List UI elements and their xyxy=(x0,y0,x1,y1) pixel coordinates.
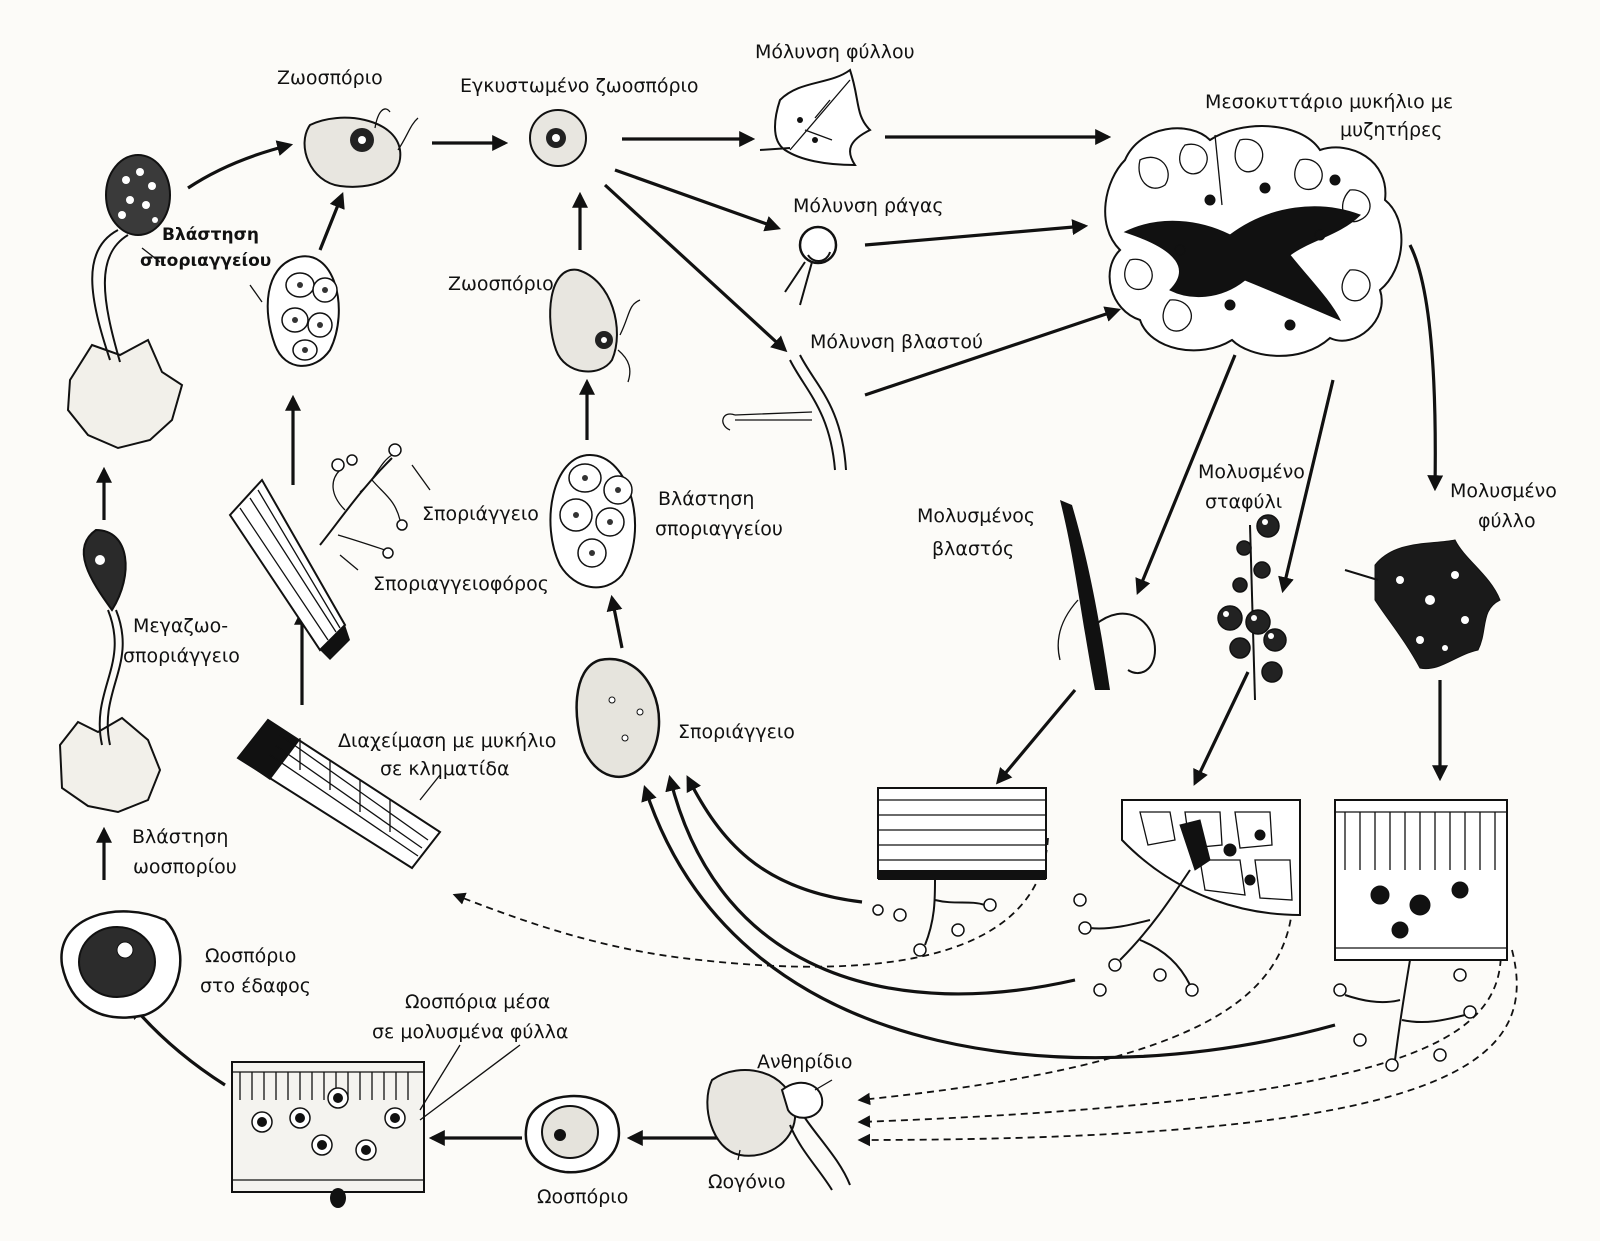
berry-infection xyxy=(784,225,838,306)
zoospore-top xyxy=(303,108,419,188)
pointer-lines xyxy=(141,247,833,1161)
label-sporangium-germination-2b: σποριαγγείου xyxy=(655,518,783,540)
labels: Ζωοσπόριο Εγκυστωμένο ζωοσπόριο Μόλυνση … xyxy=(123,41,1557,1208)
arrow-sporangium-to-zoospore-2 xyxy=(318,192,345,251)
grape-section xyxy=(1073,799,1301,997)
label-oospore-germination-b: ωοσπορίου xyxy=(133,856,237,878)
label-shoot-infection: Μόλυνση βλαστού xyxy=(810,331,983,353)
label-encysted-zoospore: Εγκυστωμένο ζωοσπόριο xyxy=(460,75,699,97)
label-leaf-infection: Μόλυνση φύλλου xyxy=(755,41,915,63)
megazoosporangium xyxy=(58,528,162,814)
label-sporangiophore: Σποριαγγειοφόρος xyxy=(373,573,549,595)
label-infected-shoot-a: Μολυσμένος xyxy=(917,505,1035,527)
label-overwintering-a: Διαχείμαση με μυκήλιο xyxy=(338,730,556,752)
dash-leaf-to-antheridium-2 xyxy=(857,949,1518,1147)
shoot-infection xyxy=(722,354,847,471)
label-oospore: Ωοσπόριο xyxy=(537,1186,628,1208)
arrow-return-shoot xyxy=(686,775,863,904)
intercellular-mycelium xyxy=(1104,125,1403,357)
arrow-return-grape xyxy=(665,774,1076,996)
infected-shoot xyxy=(1057,500,1157,690)
label-oospore-soil-b: στο έδαφος xyxy=(200,975,311,997)
label-infected-grape-b: σταφύλι xyxy=(1205,491,1282,513)
label-antheridium: Ανθηρίδιο xyxy=(757,1051,852,1073)
dash-shoot-to-overwinter xyxy=(452,837,1049,968)
arrow-mycelium-to-leaf xyxy=(1408,244,1444,492)
arrow-cyst-to-berry xyxy=(614,168,782,232)
sporangium-with-zoospores xyxy=(266,255,340,367)
arrow-shoot-to-mycelium xyxy=(864,306,1122,397)
arrow-cyst-to-shoot xyxy=(603,183,788,353)
arrow-sporangium-mid-up xyxy=(606,594,624,649)
infected-leaf xyxy=(1344,539,1501,670)
arrow-shoot-to-section xyxy=(995,688,1077,785)
shoot-section xyxy=(872,787,1047,957)
cycle-arrows xyxy=(96,129,1448,1146)
arrow-sporangium-to-zoospore xyxy=(187,140,294,190)
dash-leaf-to-antheridium-1 xyxy=(857,934,1502,1128)
label-infected-shoot-b: βλαστός xyxy=(932,538,1014,560)
arrow-mycelium-to-grape xyxy=(1278,379,1335,594)
germinating-sporangium-mid xyxy=(549,453,636,589)
label-sporangium-germination-1b: σποριαγγείου xyxy=(140,251,271,271)
leaf-section-oospores xyxy=(231,1061,425,1208)
label-infected-grape-a: Μολυσμένο xyxy=(1198,461,1305,483)
arrow-leaves-to-soil xyxy=(129,1002,226,1087)
label-infected-leaf-a: Μολυσμένο xyxy=(1450,480,1557,502)
arrow-return-leaf xyxy=(641,784,1336,1060)
label-sporangium-top: Σποριάγγειο xyxy=(422,503,539,525)
label-oospores-leaves-b: σε μολυσμένα φύλλα xyxy=(372,1021,568,1043)
germinating-sporangium-top xyxy=(66,154,184,450)
label-berry-infection: Μόλυνση ράγας xyxy=(793,195,944,217)
label-sporangium-mid: Σποριάγγειο xyxy=(678,721,795,743)
oogonium-antheridium xyxy=(706,1069,851,1191)
label-oospore-soil-a: Ωοσπόριο xyxy=(205,945,296,967)
label-overwintering-b: σε κληματίδα xyxy=(380,758,509,780)
label-mycelium-line1: Μεσοκυττάριο μυκήλιο με xyxy=(1205,91,1453,113)
arrow-berry-to-mycelium xyxy=(864,219,1089,247)
overwintering-cane xyxy=(236,718,442,870)
label-oospore-germination-a: Βλάστηση xyxy=(132,826,228,848)
infected-grape xyxy=(1217,514,1287,701)
label-megazoosporangium-b: σποριάγγειο xyxy=(123,645,240,667)
arrow-mycelium-to-shoot xyxy=(1135,354,1237,595)
label-oogonium: Ωογόνιο xyxy=(708,1171,786,1193)
leaf-section xyxy=(1333,799,1508,1072)
oospore-bottom xyxy=(524,1094,621,1174)
oospore-soil xyxy=(60,910,182,1019)
label-sporangium-germination-1a: Βλάστηση xyxy=(162,225,259,245)
label-zoospore-top: Ζωοσπόριο xyxy=(277,67,383,89)
label-sporangium-germination-2a: Βλάστηση xyxy=(658,488,754,510)
label-infected-leaf-b: φύλλο xyxy=(1478,510,1536,532)
zoospore-mid xyxy=(549,268,641,383)
encysted-zoospore xyxy=(529,109,587,167)
sporangium-mid xyxy=(575,657,661,778)
label-mycelium-line2: μυζητήρες xyxy=(1340,119,1442,141)
label-zoospore-mid: Ζωοσπόριο xyxy=(448,273,554,295)
label-oospores-leaves-a: Ωοσπόρια μέσα xyxy=(405,991,550,1013)
arrow-grape-to-section xyxy=(1193,671,1250,786)
sporangiophore xyxy=(228,443,408,660)
leaf-infection xyxy=(759,68,872,167)
label-megazoosporangium-a: Μεγαζωο- xyxy=(133,615,228,637)
